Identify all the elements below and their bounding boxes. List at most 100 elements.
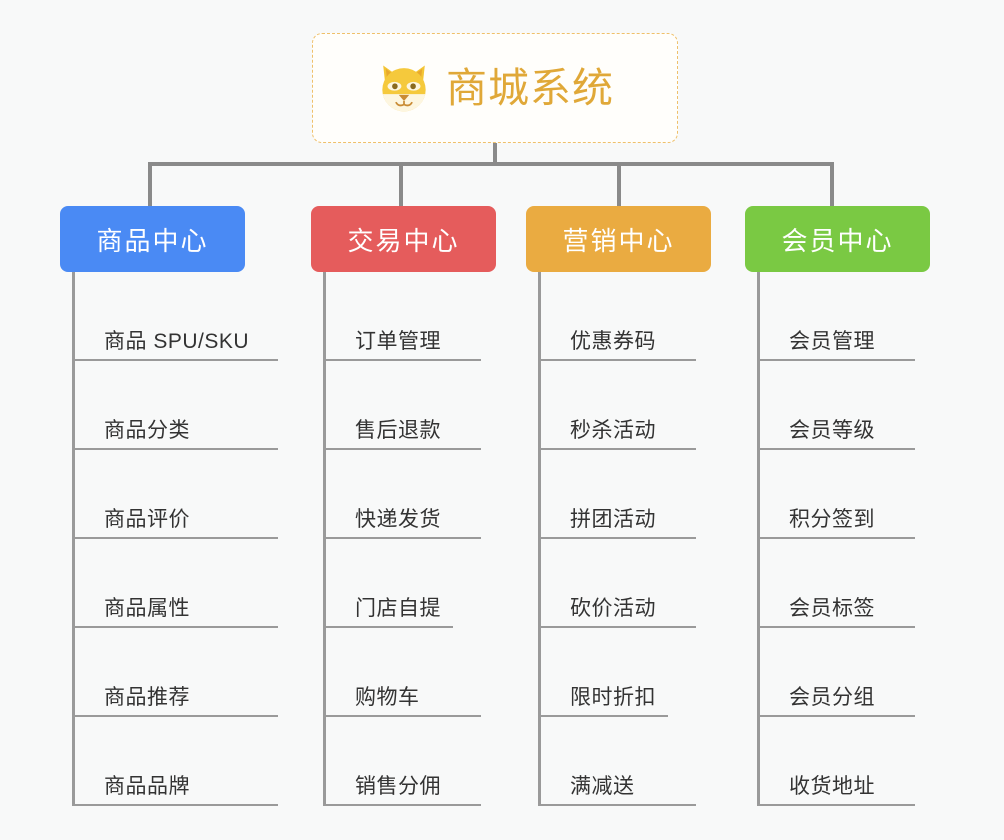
leaf-label: 快递发货 [355, 508, 441, 531]
leaf-underline [538, 537, 696, 539]
leaf-underline [72, 626, 278, 628]
leaf-item[interactable]: 满减送 [526, 717, 726, 806]
leaf-label: 商品评价 [104, 508, 190, 531]
leaf-label: 订单管理 [355, 330, 441, 353]
category-label: 交易中心 [347, 225, 460, 256]
leaf-label: 优惠券码 [570, 330, 656, 353]
leaf-label: 商品推荐 [104, 686, 190, 709]
leaf-list-member-center: 会员管理 会员等级 积分签到 会员标签 会员分组 收货地址 [745, 272, 945, 806]
leaf-item[interactable]: 快递发货 [311, 450, 516, 539]
leaf-label: 秒杀活动 [570, 419, 656, 442]
leaf-item[interactable]: 商品属性 [60, 539, 310, 628]
connector-drop-marketing-center [617, 162, 621, 206]
leaf-item[interactable]: 收货地址 [745, 717, 945, 806]
category-label: 会员中心 [781, 225, 894, 256]
leaf-spine [757, 272, 760, 806]
leaf-label: 售后退款 [355, 419, 441, 442]
leaf-underline [538, 715, 668, 717]
leaf-item[interactable]: 会员分组 [745, 628, 945, 717]
leaf-item[interactable]: 商品评价 [60, 450, 310, 539]
leaf-item[interactable]: 砍价活动 [526, 539, 726, 628]
leaf-item[interactable]: 门店自提 [311, 539, 516, 628]
leaf-item[interactable]: 商品推荐 [60, 628, 310, 717]
leaf-underline [72, 359, 278, 361]
branch-product-center: 商品中心 商品 SPU/SKU 商品分类 商品评价 商品属性 商品推荐 [60, 206, 310, 806]
leaf-item[interactable]: 商品 SPU/SKU [60, 272, 310, 361]
branch-member-center: 会员中心 会员管理 会员等级 积分签到 会员标签 会员分组 [745, 206, 945, 806]
leaf-underline [538, 626, 696, 628]
leaf-item[interactable]: 售后退款 [311, 361, 516, 450]
leaf-item[interactable]: 积分签到 [745, 450, 945, 539]
root-node[interactable]: 商城系统 [312, 33, 678, 143]
leaf-label: 限时折扣 [570, 686, 656, 709]
leaf-underline [323, 804, 481, 806]
leaf-label: 砍价活动 [570, 597, 656, 620]
leaf-item[interactable]: 会员标签 [745, 539, 945, 628]
leaf-underline [323, 715, 481, 717]
connector-root-stem [493, 143, 497, 165]
category-box-trade-center[interactable]: 交易中心 [311, 206, 496, 272]
leaf-spine [538, 272, 541, 806]
category-label: 商品中心 [96, 225, 209, 256]
leaf-label: 商品 SPU/SKU [104, 330, 250, 353]
leaf-underline [72, 537, 278, 539]
dog-face-icon [376, 62, 432, 114]
leaf-label: 满减送 [570, 775, 635, 798]
leaf-spine [323, 272, 326, 806]
leaf-item[interactable]: 商品品牌 [60, 717, 310, 806]
leaf-underline [757, 359, 915, 361]
leaf-label: 会员等级 [789, 419, 875, 442]
category-box-product-center[interactable]: 商品中心 [60, 206, 245, 272]
leaf-underline [72, 715, 278, 717]
leaf-item[interactable]: 商品分类 [60, 361, 310, 450]
branch-marketing-center: 营销中心 优惠券码 秒杀活动 拼团活动 砍价活动 限时折扣 [526, 206, 726, 806]
leaf-label: 商品分类 [104, 419, 190, 442]
leaf-item[interactable]: 拼团活动 [526, 450, 726, 539]
connector-horizontal-bus [148, 162, 834, 166]
leaf-underline [757, 448, 915, 450]
leaf-underline [538, 804, 696, 806]
branch-trade-center: 交易中心 订单管理 售后退款 快递发货 门店自提 购物车 [311, 206, 516, 806]
leaf-item[interactable]: 会员管理 [745, 272, 945, 361]
connector-drop-trade-center [399, 162, 403, 206]
leaf-underline [757, 715, 915, 717]
connector-drop-member-center [830, 162, 834, 206]
category-box-member-center[interactable]: 会员中心 [745, 206, 930, 272]
category-box-marketing-center[interactable]: 营销中心 [526, 206, 711, 272]
leaf-item[interactable]: 优惠券码 [526, 272, 726, 361]
leaf-label: 拼团活动 [570, 508, 656, 531]
leaf-list-trade-center: 订单管理 售后退款 快递发货 门店自提 购物车 销售分佣 [311, 272, 516, 806]
leaf-item[interactable]: 订单管理 [311, 272, 516, 361]
leaf-label: 收货地址 [789, 775, 875, 798]
leaf-underline [757, 804, 915, 806]
leaf-list-product-center: 商品 SPU/SKU 商品分类 商品评价 商品属性 商品推荐 商品品牌 [60, 272, 310, 806]
leaf-spine [72, 272, 75, 806]
leaf-underline [538, 359, 696, 361]
leaf-item[interactable]: 会员等级 [745, 361, 945, 450]
root-title: 商城系统 [446, 64, 614, 111]
leaf-label: 销售分佣 [355, 775, 441, 798]
leaf-label: 商品品牌 [104, 775, 190, 798]
category-label: 营销中心 [562, 225, 675, 256]
leaf-list-marketing-center: 优惠券码 秒杀活动 拼团活动 砍价活动 限时折扣 满减送 [526, 272, 726, 806]
leaf-label: 会员分组 [789, 686, 875, 709]
leaf-label: 商品属性 [104, 597, 190, 620]
leaf-label: 购物车 [355, 686, 420, 709]
leaf-underline [72, 804, 278, 806]
leaf-item[interactable]: 限时折扣 [526, 628, 726, 717]
leaf-underline [757, 537, 915, 539]
leaf-underline [323, 537, 481, 539]
leaf-item[interactable]: 购物车 [311, 628, 516, 717]
leaf-item[interactable]: 秒杀活动 [526, 361, 726, 450]
leaf-label: 会员管理 [789, 330, 875, 353]
leaf-underline [323, 448, 481, 450]
leaf-underline [72, 448, 278, 450]
leaf-item[interactable]: 销售分佣 [311, 717, 516, 806]
connector-drop-product-center [148, 162, 152, 206]
leaf-underline [757, 626, 915, 628]
leaf-label: 门店自提 [355, 597, 441, 620]
leaf-label: 积分签到 [789, 508, 875, 531]
leaf-underline [538, 448, 696, 450]
leaf-label: 会员标签 [789, 597, 875, 620]
